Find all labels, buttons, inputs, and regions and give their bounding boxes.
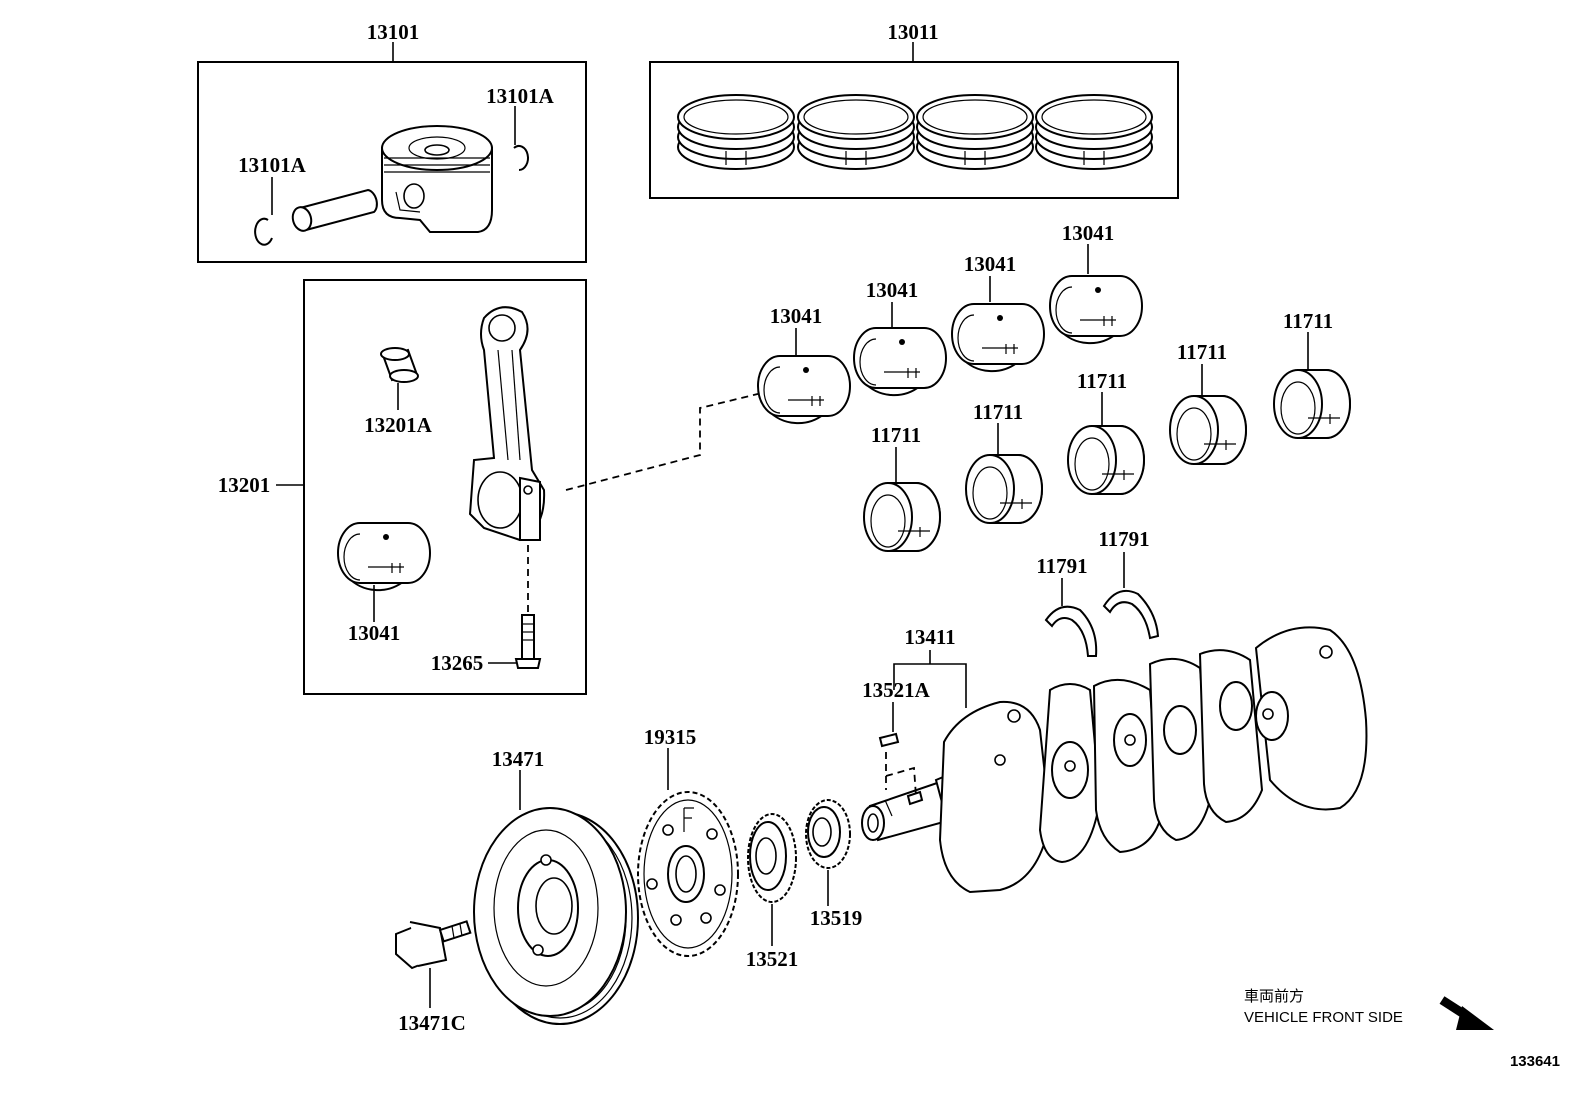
snap-ring-left-drawing[interactable]	[254, 217, 273, 246]
conrod-bearing-1-label[interactable]: 13041	[770, 304, 823, 328]
footer-group: 車両前方 VEHICLE FRONT SIDE 133641	[1244, 988, 1560, 1070]
timing-rotor-label[interactable]: 19315	[644, 725, 697, 749]
crankshaft-key-leader	[885, 752, 917, 797]
conrod-bearing-2-label[interactable]: 13041	[866, 278, 919, 302]
main-bearing-1-label[interactable]: 11711	[871, 423, 921, 447]
piston-set-group: 13101 13101A 13101A	[197, 20, 587, 263]
main-bearing-2[interactable]	[965, 454, 1043, 524]
piston-set-box	[197, 61, 587, 263]
conrod-bushing-drawing[interactable]	[380, 347, 419, 383]
crankshaft-drawing[interactable]	[861, 626, 1368, 894]
ring-stack-3[interactable]	[916, 94, 1034, 170]
snap-ring-left-label[interactable]: 13101A	[238, 153, 307, 177]
main-bearing-5[interactable]	[1273, 369, 1351, 439]
snap-ring-right-drawing[interactable]	[513, 145, 529, 171]
piston-set-label[interactable]: 13101	[367, 20, 420, 44]
piston-pin-drawing[interactable]	[290, 188, 378, 233]
main-bearing-3-label[interactable]: 11711	[1077, 369, 1127, 393]
snap-ring-right-label[interactable]: 13101A	[486, 84, 555, 108]
main-bearings-group: 11711 11711 11711 11711 11711	[863, 309, 1351, 552]
crank-sprocket-drawing[interactable]	[747, 813, 797, 903]
conrod-box	[303, 279, 587, 695]
main-bearing-4[interactable]	[1169, 395, 1247, 465]
ring-stack-4[interactable]	[1035, 94, 1153, 170]
ring-set-group: 13011	[649, 20, 1179, 199]
conrod-bearing-4-label[interactable]: 13041	[1062, 221, 1115, 245]
crank-sprocket-label[interactable]: 13521	[746, 947, 799, 971]
ring-stack-1[interactable]	[677, 94, 795, 170]
crank-pulley-drawing[interactable]	[473, 807, 639, 1025]
conrod-bearing-in-box-drawing[interactable]	[337, 522, 431, 592]
pulley-bolt-label[interactable]: 13471C	[398, 1011, 466, 1035]
main-bearing-4-label[interactable]: 11711	[1177, 340, 1227, 364]
crank-sprocket-group: 13521	[746, 813, 799, 971]
oil-pump-sprocket-label[interactable]: 13519	[810, 906, 863, 930]
piston-drawing[interactable]	[381, 125, 493, 233]
conrod-bearing-leader	[565, 392, 763, 491]
conrod-bearing-3-label[interactable]: 13041	[964, 252, 1017, 276]
pulley-bolt-group: 13471C	[395, 920, 472, 1035]
conrod-assy-label[interactable]: 13201	[218, 473, 271, 497]
connecting-rod-drawing[interactable]	[468, 306, 546, 542]
conrod-bushing-label[interactable]: 13201A	[364, 413, 433, 437]
front-direction-arrow-icon	[1439, 996, 1494, 1030]
conrod-bearing-2[interactable]	[853, 327, 947, 397]
conrod-bearings-group: 13041 13041 13041 13041	[757, 221, 1143, 425]
conrod-bolt-drawing[interactable]	[514, 614, 542, 669]
crankshaft-label[interactable]: 13411	[904, 625, 955, 649]
conrod-bearing-in-box-label[interactable]: 13041	[348, 621, 401, 645]
timing-rotor-group: 19315	[637, 725, 739, 957]
main-bearing-3[interactable]	[1067, 425, 1145, 495]
conrod-group: 13201 13201A 13265	[218, 279, 587, 695]
crank-pulley-label[interactable]: 13471	[492, 747, 545, 771]
thrust-washer-1-label[interactable]: 11791	[1036, 554, 1087, 578]
conrod-bearing-3[interactable]	[951, 303, 1045, 373]
main-bearing-2-label[interactable]: 11711	[973, 400, 1023, 424]
timing-rotor-drawing[interactable]	[637, 791, 739, 957]
crank-pulley-group: 13471	[473, 747, 639, 1025]
pulley-bolt-drawing[interactable]	[395, 920, 472, 970]
diagram-id: 133641	[1510, 1053, 1560, 1070]
thrust-washer-2-label[interactable]: 11791	[1098, 527, 1149, 551]
crankshaft-key-drawing[interactable]	[878, 732, 900, 748]
vehicle-front-en-label: VEHICLE FRONT SIDE	[1244, 1009, 1403, 1026]
oil-pump-sprocket-drawing[interactable]	[805, 799, 851, 869]
main-bearing-5-label[interactable]: 11711	[1283, 309, 1333, 333]
ring-set-box	[649, 61, 1179, 199]
thrust-washer-2[interactable]	[1102, 590, 1160, 640]
conrod-bearing-4[interactable]	[1049, 275, 1143, 345]
thrust-washer-1[interactable]	[1044, 605, 1098, 657]
main-bearing-1[interactable]	[863, 482, 941, 552]
vehicle-front-jp-label: 車両前方	[1244, 988, 1304, 1005]
conrod-bearing-1[interactable]	[757, 355, 851, 425]
ring-set-label[interactable]: 13011	[887, 20, 938, 44]
crankshaft-key-label[interactable]: 13521A	[862, 678, 931, 702]
ring-stack-2[interactable]	[797, 94, 915, 170]
thrust-washers-group: 11791 11791	[1036, 527, 1160, 657]
conrod-bolt-label[interactable]: 13265	[431, 651, 484, 675]
oil-pump-sprocket-group: 13519	[805, 799, 863, 930]
crankshaft-group: 13411	[861, 625, 1368, 894]
